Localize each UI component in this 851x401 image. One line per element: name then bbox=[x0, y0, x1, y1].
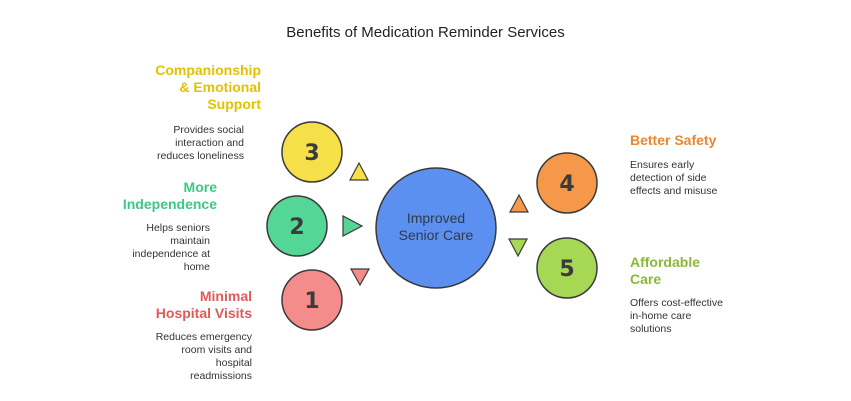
heading-hospital: Minimal Hospital Visits bbox=[155, 288, 252, 321]
node-4: 4 bbox=[536, 152, 598, 214]
heading-companionship: Companionship & Emotional Support bbox=[155, 62, 261, 112]
node-5: 5 bbox=[536, 237, 598, 299]
arrow-3 bbox=[349, 161, 369, 181]
arrow-5 bbox=[508, 238, 528, 258]
arrow-1 bbox=[349, 268, 371, 287]
node-number-4: 4 bbox=[559, 172, 574, 197]
arrow-2 bbox=[342, 215, 364, 237]
node-number-2: 2 bbox=[289, 215, 304, 240]
node-number-3: 3 bbox=[304, 141, 319, 166]
node-3: 3 bbox=[281, 121, 343, 183]
heading-safety: Better Safety bbox=[630, 132, 717, 148]
heading-affordable: Affordable Care bbox=[630, 254, 700, 287]
desc-independence: Helps seniors maintain independence at h… bbox=[132, 222, 210, 273]
page-title: Benefits of Medication Reminder Services bbox=[286, 24, 565, 41]
node-2: 2 bbox=[266, 195, 328, 257]
node-number-5: 5 bbox=[559, 257, 574, 282]
node-1: 1 bbox=[281, 269, 343, 331]
center-node: Improved Senior Care bbox=[375, 167, 497, 289]
heading-independence: More Independence bbox=[122, 179, 217, 212]
desc-safety: Ensures early detection of side effects … bbox=[630, 159, 718, 197]
node-number-1: 1 bbox=[304, 289, 319, 314]
desc-hospital: Reduces emergency room visits and hospit… bbox=[155, 331, 252, 382]
center-label-line1: Improved bbox=[407, 210, 465, 226]
desc-companionship: Provides social interaction and reduces … bbox=[157, 124, 244, 162]
desc-affordable: Offers cost-effective in-home care solut… bbox=[630, 297, 723, 335]
center-label-line2: Senior Care bbox=[399, 227, 474, 243]
arrow-4 bbox=[509, 193, 529, 213]
